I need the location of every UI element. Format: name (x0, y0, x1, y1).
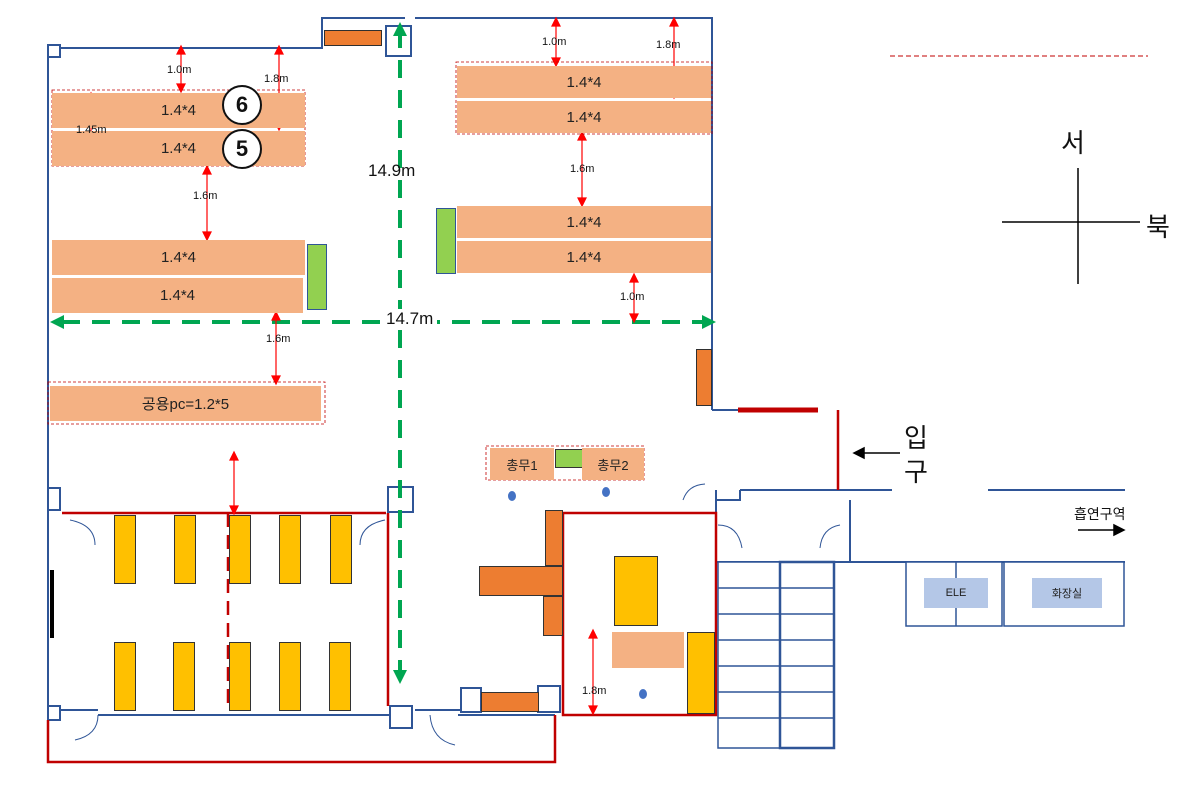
desk-l1: 1.4*4 (52, 93, 305, 128)
chairs (508, 487, 647, 699)
yellow-desk (173, 642, 195, 711)
elevator: ELE (924, 578, 988, 608)
entrance-label-2: 구 (904, 457, 928, 487)
dim-label: 1.6m (266, 333, 291, 345)
doors (69, 483, 841, 746)
red-lines (46, 407, 840, 764)
cabinet-2 (479, 566, 563, 596)
yellow-desk (114, 642, 136, 711)
green-arrowheads (50, 22, 716, 684)
cabinet-3 (543, 596, 563, 636)
yellow-desk (279, 642, 301, 711)
dim-label: 1.0m (167, 64, 192, 76)
desk-r2: 1.4*4 (457, 101, 711, 133)
desk-l3: 1.4*4 (52, 240, 305, 275)
total-width-label: 14.7m (382, 309, 438, 329)
dim-label: 1.8m (582, 685, 607, 697)
yellow-desk (229, 642, 251, 711)
yellow-desk (229, 515, 251, 584)
entrance-arrow (852, 446, 900, 460)
marker-6: 6 (222, 85, 262, 125)
dim-label: 1.8m (264, 73, 289, 85)
manager-desk (614, 556, 658, 626)
entrance-label-1: 입 (904, 423, 928, 453)
yellow-desk (174, 515, 196, 584)
dim-label: 1.6m (193, 190, 218, 202)
smoking-arrow (1078, 523, 1126, 537)
printer-right (436, 208, 456, 274)
dim-label: 1.8m (656, 39, 681, 51)
printer-admin (555, 449, 583, 468)
printer-left (307, 244, 327, 310)
desk-r1: 1.4*4 (457, 66, 711, 98)
compass-north: 북 (1146, 212, 1170, 242)
total-dimension-lines (62, 30, 705, 672)
dim-label: 1.45m (76, 124, 107, 136)
compass-cross (1002, 168, 1140, 284)
yellow-desk (330, 515, 352, 584)
dim-label: 1.0m (542, 36, 567, 48)
desk-admin-2: 총무2 (582, 448, 644, 480)
desk-shared-pc: 공용pc=1.2*5 (50, 386, 321, 421)
smoking-area-label: 흡연구역 (1074, 506, 1126, 522)
desk-r3: 1.4*4 (457, 206, 711, 238)
yellow-desk (279, 515, 301, 584)
marker-5: 5 (222, 129, 262, 169)
restroom: 화장실 (1032, 578, 1102, 608)
manager-cabinet (687, 632, 715, 714)
cabinet-top (324, 30, 382, 46)
dim-label: 1.6m (570, 163, 595, 175)
desk-l4: 1.4*4 (52, 278, 303, 313)
manager-table (612, 632, 684, 668)
desk-admin-1: 총무1 (490, 448, 554, 480)
desk-outlines (47, 61, 713, 481)
stairs (717, 560, 836, 750)
dim-label: 1.0m (620, 291, 645, 303)
total-height-label: 14.9m (368, 161, 416, 180)
yellow-desk (114, 515, 136, 584)
cabinet-4 (481, 692, 539, 712)
cabinet-right (696, 349, 712, 406)
cabinet-1 (545, 510, 563, 566)
desk-l2: 1.4*4 (52, 131, 305, 166)
yellow-desk (329, 642, 351, 711)
compass-west: 서 (1061, 128, 1085, 158)
desk-r4: 1.4*4 (457, 241, 711, 273)
